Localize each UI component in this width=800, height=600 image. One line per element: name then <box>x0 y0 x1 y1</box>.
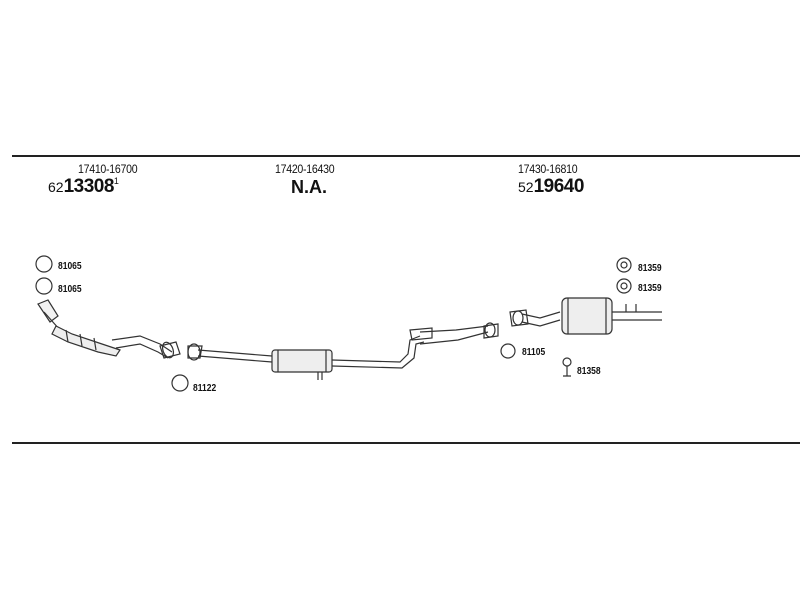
front-pipe-icon <box>37 299 181 359</box>
rubber-hanger-2-icon <box>616 278 632 294</box>
top-rule <box>12 155 800 157</box>
rear-muffler-icon <box>509 297 662 335</box>
rubber-hanger-1-icon <box>616 257 632 273</box>
bolt-icon <box>562 357 572 377</box>
part-code-front-prefix: 62 <box>48 179 64 195</box>
part-label-ring-3: 81122 <box>193 383 217 394</box>
oem-number-front: 17410-16700 <box>78 162 138 176</box>
part-code-front-main: 13308 <box>63 176 115 197</box>
part-label-hanger-2: 81359 <box>638 283 662 294</box>
part-label-ring-4: 81105 <box>522 347 546 358</box>
part-label-bolt-1: 81358 <box>577 366 601 377</box>
part-code-rear-prefix: 52 <box>518 179 534 195</box>
part-label-hanger-1: 81359 <box>638 263 662 274</box>
part-label-ring-1: 81065 <box>58 261 82 272</box>
ring-gasket-2-icon <box>35 277 53 295</box>
part-code-front: 62133081 <box>48 176 119 198</box>
part-code-middle: N.A. <box>291 177 327 197</box>
oem-number-middle: 17420-16430 <box>275 162 335 176</box>
middle-pipe-icon <box>187 322 499 380</box>
oem-number-rear: 17430-16810 <box>518 162 578 176</box>
part-code-front-mark: 1 <box>113 176 119 186</box>
ring-gasket-4-icon <box>500 343 516 359</box>
part-code-rear-main: 19640 <box>533 176 585 197</box>
ring-gasket-1-icon <box>35 255 53 273</box>
part-code-rear: 5219640 <box>518 176 584 198</box>
bottom-rule <box>12 442 800 444</box>
ring-gasket-3-icon <box>171 374 189 392</box>
part-label-ring-2: 81065 <box>58 284 82 295</box>
